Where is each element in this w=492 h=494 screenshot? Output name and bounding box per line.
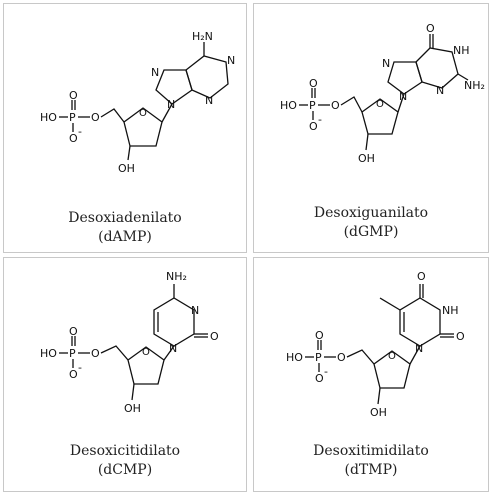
dtmp-n1-label: N (415, 342, 423, 355)
damp-o-link-label: O (91, 111, 100, 124)
damp-n3-label: N (227, 54, 235, 67)
dgmp-p-label: P (309, 99, 316, 112)
damp-name: Desoxiadenilato (68, 210, 182, 226)
damp-nh2-label: H₂N (192, 30, 213, 43)
dtmp-o-link-label: O (337, 351, 346, 364)
dcmp-ho-label: HO (40, 347, 57, 360)
dcmp-oh-label: OH (124, 402, 141, 415)
dtmp-carbonyl-top-label: O (417, 270, 426, 283)
damp-o-bottom-label: O (69, 132, 78, 145)
damp-ho-label: HO (40, 111, 57, 124)
dtmp-abbr: (dTMP) (344, 462, 398, 478)
damp-caption: Desoxiadenilato (dAMP) (4, 209, 246, 247)
dgmp-abbr: (dGMP) (343, 224, 399, 240)
dtmp-nh-label: NH (442, 304, 459, 317)
dcmp-o-bottom-label: O (69, 368, 78, 381)
dtmp-ho-label: HO (286, 351, 303, 364)
dtmp-p-label: P (315, 351, 322, 364)
dcmp-n1-label: N (191, 304, 199, 317)
damp-structure: HO P O O - O O OH H₂N N N N N (40, 30, 235, 175)
dgmp-oh-label: OH (358, 152, 375, 165)
cell-dcmp: HO P O O - O O OH NH₂ O N N (3, 257, 247, 492)
damp-n1-label: N (151, 66, 159, 79)
dcmp-p-label: P (69, 347, 76, 360)
dtmp-name: Desoxitimidilato (313, 443, 429, 459)
dcmp-o-minus: - (78, 361, 82, 374)
damp-o-top-label: O (69, 89, 78, 102)
dtmp-ring-o-label: O (388, 351, 396, 362)
damp-abbr: (dAMP) (98, 229, 152, 245)
dtmp-o-top-label: O (315, 329, 324, 342)
cell-damp: HO P O O - O O OH H₂N N N N N (3, 3, 247, 253)
damp-oh-label: OH (118, 162, 135, 175)
cell-dtmp: HO P O O - O O OH O NH O (253, 257, 489, 492)
damp-o-minus: - (78, 125, 82, 138)
dcmp-nh2-label: NH₂ (166, 270, 187, 283)
dgmp-name: Desoxiguanilato (313, 205, 429, 221)
dcmp-o-link-label: O (91, 347, 100, 360)
dcmp-n2-label: N (169, 342, 177, 355)
dcmp-ring-o-label: O (142, 347, 150, 358)
dgmp-structure: HO P O O - O O OH O NH NH₂ N N (280, 22, 485, 165)
dgmp-nh2-label: NH₂ (464, 79, 485, 92)
dgmp-ho-label: HO (280, 99, 297, 112)
dtmp-oh-label: OH (370, 406, 387, 419)
dgmp-o-minus: - (318, 113, 322, 126)
dgmp-o-bottom-label: O (309, 120, 318, 133)
dcmp-caption: Desoxicitidilato (dCMP) (4, 442, 246, 480)
damp-n4-label: N (205, 94, 213, 107)
dcmp-name: Desoxicitidilato (69, 443, 181, 459)
dgmp-o-top-label: O (309, 77, 318, 90)
dcmp-abbr: (dCMP) (97, 462, 153, 478)
dgmp-caption: Desoxiguanilato (dGMP) (254, 204, 488, 242)
dtmp-structure: HO P O O - O O OH O NH O (286, 270, 465, 419)
dtmp-carbonyl-right-label: O (456, 330, 465, 343)
cell-dgmp: HO P O O - O O OH O NH NH₂ N N (253, 3, 489, 253)
dgmp-carbonyl-label: O (426, 22, 435, 35)
damp-n2-label: N (167, 98, 175, 111)
dgmp-ring-o-label: O (376, 99, 384, 110)
dtmp-o-minus: - (324, 365, 328, 378)
dtmp-o-bottom-label: O (315, 372, 324, 385)
dcmp-o-top-label: O (69, 325, 78, 338)
dgmp-n3-label: N (436, 84, 444, 97)
dcmp-structure: HO P O O - O O OH NH₂ O N N (40, 270, 219, 415)
dgmp-nh-label: NH (453, 44, 470, 57)
damp-p-label: P (69, 111, 76, 124)
damp-ring-o-label: O (139, 108, 147, 119)
dgmp-o-link-label: O (331, 99, 340, 112)
dtmp-caption: Desoxitimidilato (dTMP) (254, 442, 488, 480)
dgmp-n1-label: N (382, 57, 390, 70)
dgmp-n2-label: N (399, 90, 407, 103)
dcmp-carbonyl-label: O (210, 330, 219, 343)
